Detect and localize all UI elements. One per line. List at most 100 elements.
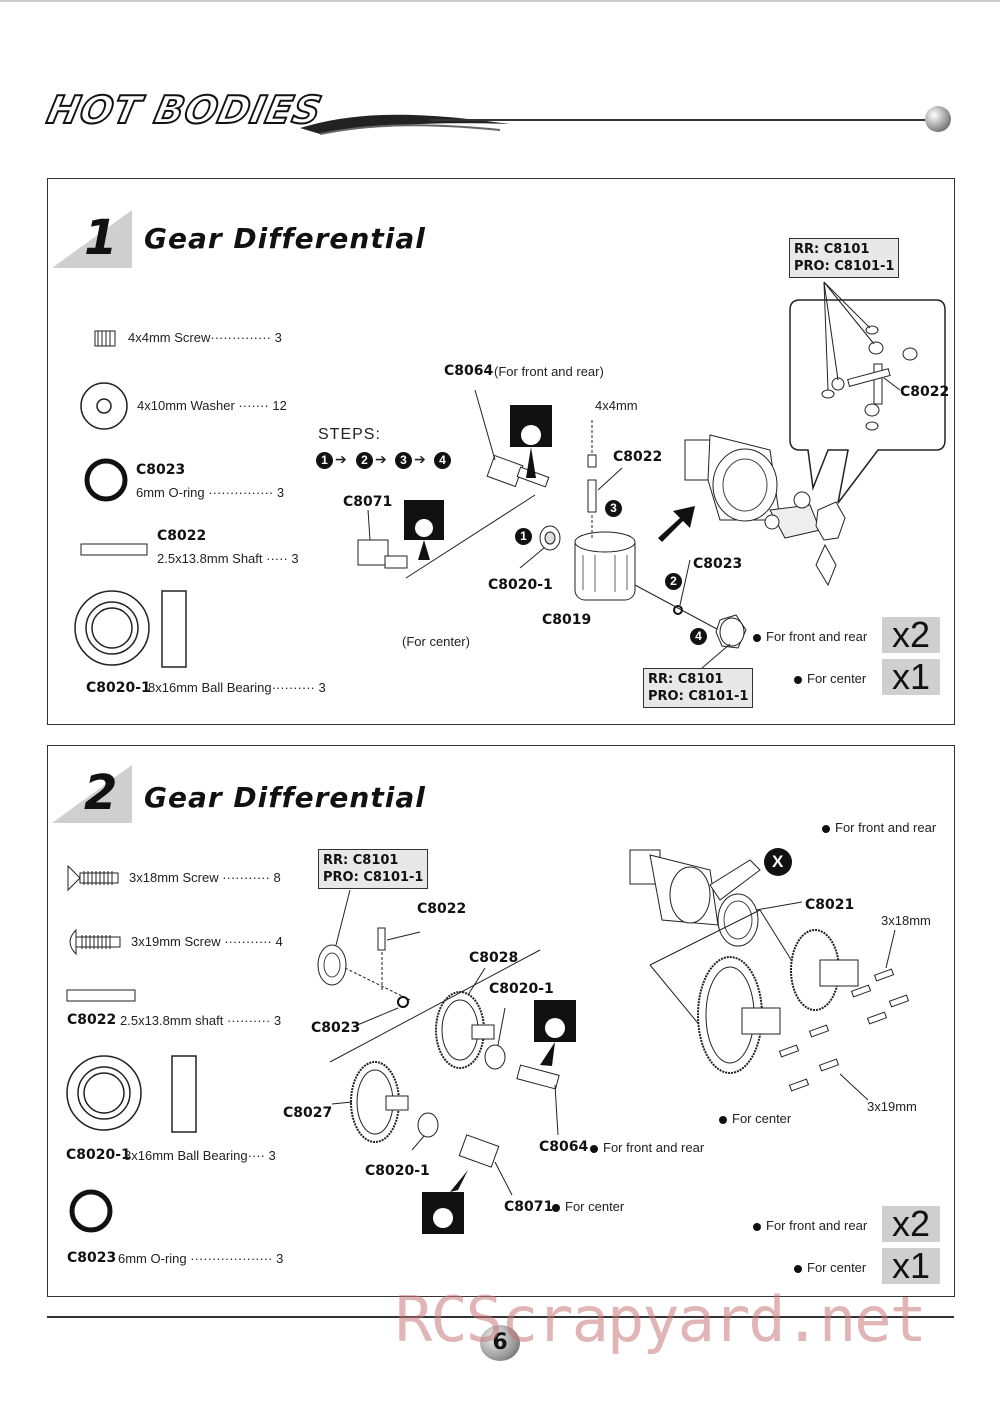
step2-panel <box>47 745 955 1297</box>
step1-bearing-line: 8x16mm Ball Bearing·········· 3 <box>148 680 326 695</box>
step2-c8064: C8064 <box>539 1139 589 1155</box>
footer-rule <box>47 1316 954 1318</box>
bullet-icon <box>719 1115 727 1124</box>
step2-c8071-note: For center <box>552 1199 624 1214</box>
diff-case-c8019 <box>574 531 636 601</box>
oring-and-gear <box>634 559 747 649</box>
step1-c8020: C8020-1 <box>488 577 553 593</box>
screws-3x18 <box>850 929 910 1025</box>
step1-box-bottom-pro: PRO: C8101-1 <box>648 689 749 704</box>
bearing-2a <box>484 1044 506 1070</box>
step1-bearing-code: C8020-1 <box>86 680 151 696</box>
bevel-gear-c8101 <box>317 889 411 1001</box>
step1-shaft-desc: 2.5x13.8mm Shaft <box>157 551 263 566</box>
step1-c8064-note: (For front and rear) <box>494 364 604 379</box>
step2-center-mid: For center <box>719 1111 791 1126</box>
step1-box-bottom: RR: C8101 PRO: C8101-1 <box>643 668 754 708</box>
step2-box: RR: C8101 PRO: C8101-1 <box>318 849 429 889</box>
step2-bearing-dots: ···· <box>247 1148 265 1163</box>
step2-title: Gear Differential <box>144 781 426 814</box>
step1-washer-desc: 4x10mm Washer <box>137 398 235 413</box>
step2-c8064-note: For front and rear <box>590 1140 704 1155</box>
step2-c8071: C8071 <box>504 1199 554 1215</box>
step2-no-mark: X <box>772 852 784 871</box>
step1-oring-desc: 6mm O-ring <box>136 485 205 500</box>
step1-washer-line: 4x10mm Washer ······· 12 <box>137 398 287 413</box>
page-number: 6 <box>480 1325 520 1361</box>
step2-screw-3x19-label: 3x19mm <box>867 1099 917 1114</box>
shaft-icon-2 <box>66 989 136 1002</box>
no-grease-mark-icon <box>764 848 792 876</box>
detail-callout-bubble <box>789 281 946 504</box>
step2-screw18-line: 3x18mm Screw ··········· 8 <box>129 870 281 885</box>
step1-oring-code: C8023 <box>136 462 186 478</box>
step1-front-rear-qty: x2 <box>882 617 940 653</box>
ball-bearing-icon-2 <box>66 1055 197 1133</box>
step2-shaft-dots: ·········· <box>226 1013 271 1028</box>
header-rule <box>430 119 930 121</box>
step2-oring-line: 6mm O-ring ··················· 3 <box>118 1251 283 1266</box>
step1-title: Gear Differential <box>144 222 426 255</box>
screw-4x4-icon <box>94 330 116 347</box>
step1-c8023: C8023 <box>693 556 743 572</box>
bearing-c8020 <box>519 525 561 569</box>
grease-icon-1 <box>510 405 552 478</box>
oring-icon-2 <box>69 1189 113 1233</box>
step1-washer-qty: 12 <box>272 398 287 413</box>
step-seq-3: 3 <box>395 452 412 469</box>
step-seq-4: 4 <box>434 452 451 469</box>
step2-assembly-diagram <box>317 848 910 1234</box>
spur-gear-c8028 <box>435 967 495 1069</box>
step1-triangle <box>52 210 132 268</box>
step-seq-1: 1 <box>316 452 333 469</box>
grease-icon-2 <box>404 500 444 560</box>
step2-front-rear-label: For front and rear <box>753 1218 867 1233</box>
step1-number: 1 <box>84 210 118 266</box>
step2-c8020-bottom: C8020-1 <box>365 1163 430 1179</box>
step2-center-label: For center <box>794 1260 866 1275</box>
top-border <box>0 0 1000 2</box>
bullet-icon <box>753 633 761 642</box>
step1-front-rear-label: For front and rear <box>753 629 867 644</box>
diagram-step-1: 1 <box>515 528 532 545</box>
assembled-diff <box>684 434 846 587</box>
step1-shaft-line: 2.5x13.8mm Shaft ····· 3 <box>157 551 299 566</box>
step2-screw18-desc: 3x18mm Screw <box>129 870 219 885</box>
step2-shaft-qty: 3 <box>273 1013 282 1028</box>
step1-screw-4x4-label: 4x4mm <box>595 398 638 413</box>
step1-assembly-diagram <box>357 389 846 649</box>
step1-oring-dots: ··············· <box>208 485 274 500</box>
step2-shaft-desc: 2.5x13.8mm shaft <box>120 1013 224 1028</box>
step2-bearing-line: 8x16mm Ball Bearing···· 3 <box>124 1148 276 1163</box>
step-seq-arrow-3: ➔ <box>414 451 426 467</box>
bullet-icon <box>590 1144 598 1153</box>
step2-oring-desc: 6mm O-ring <box>118 1251 187 1266</box>
bullet-icon <box>794 675 802 684</box>
screw-3x18-icon <box>67 864 119 892</box>
step-seq-2: 2 <box>356 452 373 469</box>
step1-shaft-qty: 3 <box>291 551 299 566</box>
outdrive-c8071-2 <box>458 1134 500 1168</box>
step2-shaft-line: 2.5x13.8mm shaft ·········· 3 <box>120 1013 281 1028</box>
step-seq-arrow-1: ➔ <box>335 451 347 467</box>
step2-box-rr: RR: C8101 <box>323 853 399 868</box>
step2-c8021: C8021 <box>805 897 855 913</box>
step2-bearing-qty: 3 <box>268 1148 276 1163</box>
step-seq-arrow-2: ➔ <box>375 451 387 467</box>
step1-box-top: RR: C8101 PRO: C8101-1 <box>789 238 900 278</box>
step1-number-badge: 1 <box>52 210 132 270</box>
step1-screw-desc: 4x4mm Screw <box>128 330 211 345</box>
diagram-step-3: 3 <box>605 500 622 517</box>
step2-screw-3x18-label: 3x18mm <box>881 913 931 928</box>
step2-c8023: C8023 <box>311 1020 361 1036</box>
outdrive-c8071 <box>357 509 408 569</box>
outdrive-c8064-2 <box>516 1064 560 1090</box>
step2-screw19-desc: 3x19mm Screw <box>131 934 221 949</box>
watermark: RCScrapyard.net <box>395 1283 927 1356</box>
bullet-icon <box>753 1222 761 1231</box>
step1-box-top-rr: RR: C8101 <box>794 242 870 257</box>
bearing-2b <box>417 1112 439 1138</box>
step1-c8064: C8064 <box>444 363 494 379</box>
step2-bearing-code: C8020-1 <box>66 1147 131 1163</box>
step1-oring-line: 6mm O-ring ··············· 3 <box>136 485 284 500</box>
